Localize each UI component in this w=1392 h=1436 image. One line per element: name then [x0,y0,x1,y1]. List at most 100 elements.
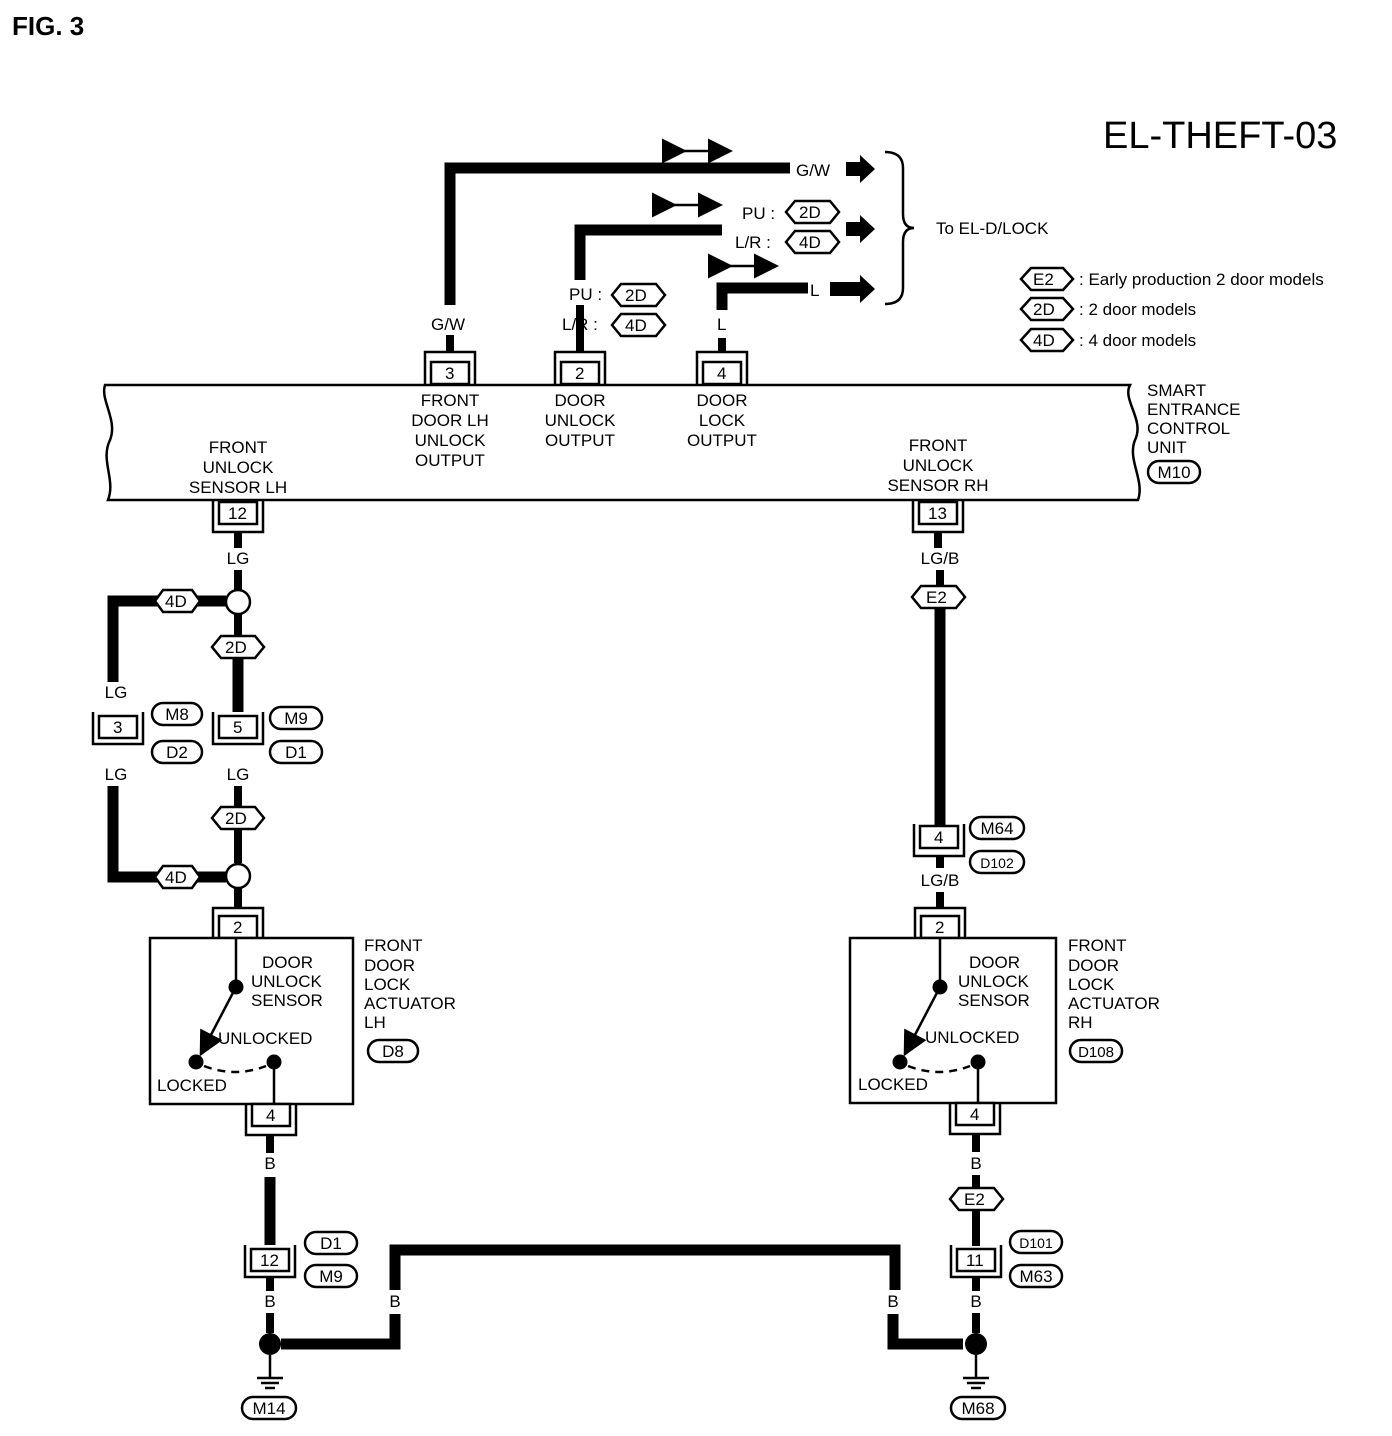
wire-gw [444,162,790,305]
ground-splice-lh [259,1333,281,1355]
splice-lower [224,862,252,890]
wire-label-lg: LG [227,549,250,568]
actuator-lh-body [148,936,355,1106]
svg-text:CONTROL: CONTROL [1147,419,1230,438]
wire-label-lgb: LG/B [921,871,960,890]
svg-text:M9: M9 [284,709,308,728]
svg-text:M63: M63 [1019,1267,1052,1286]
figure-label: FIG. 3 [12,11,84,41]
arrow-pu-lr-icon [846,215,875,243]
terminal-label-door-lock-output: DOOR LOCK OUTPUT [687,391,757,450]
ground-m68: M68 [949,1395,1007,1421]
terminal-connector-4: 4 [695,350,749,386]
terminal-label-front-unlock-sensor-lh: FRONT UNLOCK SENSOR LH [189,438,287,497]
wire-pu-lr [574,224,722,280]
svg-text:RH: RH [1068,1013,1093,1032]
terminal-label-front-door-lh-unlock-output: FRONT DOOR LH UNLOCK OUTPUT [411,391,488,470]
junction-connector-5: 5 [211,712,265,746]
connector-m10: M10 [1146,459,1202,485]
actuator-connector-top-rh: 2 [913,906,967,940]
svg-text:ACTUATOR: ACTUATOR [364,994,456,1013]
tag-2d-icon: 2D [210,805,266,831]
svg-text:4: 4 [717,364,726,383]
legend-text-e2: : Early production 2 door models [1079,270,1324,289]
svg-text:11: 11 [966,1251,984,1270]
tag-4d-icon: 4D [1019,327,1075,353]
svg-text:12: 12 [228,504,247,523]
svg-text:LOCKED: LOCKED [157,1076,227,1095]
svg-text:2D: 2D [1033,300,1055,319]
svg-text:SENSOR LH: SENSOR LH [189,478,287,497]
svg-text:LOCK: LOCK [699,411,746,430]
svg-text:D102: D102 [980,855,1014,871]
ground-m14: M14 [240,1395,298,1421]
svg-text:4: 4 [934,828,943,847]
connector-d108: D108 [1068,1038,1124,1064]
tag-4d-icon: 4D [784,229,841,255]
actuator-connector-top-lh: 2 [211,906,265,940]
svg-text:UNIT: UNIT [1147,438,1187,457]
svg-text:UNLOCK: UNLOCK [958,972,1030,991]
svg-text:OUTPUT: OUTPUT [687,431,757,450]
control-unit-body [102,383,1141,502]
svg-text:DOOR LH: DOOR LH [411,411,488,430]
legend-text-4d: : 4 door models [1079,331,1196,350]
connector-m64: M64 [968,815,1026,841]
connector-d1: D1 [303,1230,359,1256]
svg-text:4D: 4D [165,868,187,887]
svg-text:OUTPUT: OUTPUT [415,451,485,470]
terminal-connector-2: 2 [553,350,607,386]
svg-text:UNLOCKED: UNLOCKED [925,1028,1019,1047]
svg-text:DOOR: DOOR [555,391,606,410]
wire-b-cross-right [887,1314,963,1350]
actuator-rh-body [848,936,1058,1105]
tag-4d-icon: 4D [153,588,202,614]
svg-text:ACTUATOR: ACTUATOR [1068,994,1160,1013]
svg-text:DOOR: DOOR [1068,956,1119,975]
terminal-connector-13: 13 [911,500,965,534]
control-unit-title: SMART ENTRANCE CONTROL UNIT [1147,381,1241,457]
actuator-lh-title: FRONT DOOR LOCK ACTUATOR LH [364,936,456,1032]
ground-splice-rh [965,1333,987,1355]
terminal-connector-12: 12 [211,500,265,534]
svg-text:DOOR: DOOR [262,953,313,972]
tag-e2-icon: E2 [948,1186,1005,1212]
svg-text:UNLOCKED: UNLOCKED [218,1029,312,1048]
tag-2d-icon: 2D [784,199,841,225]
tag-2d-icon: 2D [1019,296,1075,322]
ground-symbol-icon [257,1355,283,1390]
svg-text:DOOR: DOOR [697,391,748,410]
svg-text:M64: M64 [980,819,1013,838]
wire-label-gw-top: G/W [796,161,830,180]
svg-text:M14: M14 [252,1399,285,1418]
svg-text:E2: E2 [1033,270,1054,289]
connector-d1: D1 [268,739,324,765]
ground-connector-12: 12 [243,1245,297,1279]
arrow-l-icon [830,275,875,303]
svg-text:2: 2 [233,918,242,937]
wire-label-b: B [389,1292,400,1311]
svg-text:E2: E2 [964,1190,985,1209]
svg-text:13: 13 [928,504,947,523]
svg-text:4D: 4D [165,592,187,611]
svg-text:M9: M9 [319,1267,343,1286]
svg-text:LOCK: LOCK [364,975,411,994]
wire-label-lg: LG [105,683,128,702]
svg-text:D2: D2 [166,743,188,762]
svg-text:LOCK: LOCK [1068,975,1115,994]
wire-label-b: B [970,1154,981,1173]
junction-connector-4: 4 [912,824,966,858]
svg-text:DOOR: DOOR [364,956,415,975]
terminal-label-door-unlock-output: DOOR UNLOCK OUTPUT [545,391,617,450]
wire-label-b: B [887,1292,898,1311]
junction-connector-3: 3 [91,712,145,746]
connector-d8: D8 [366,1038,420,1064]
ground-connector-11: 11 [949,1245,1003,1279]
svg-text:4D: 4D [799,233,821,252]
svg-text:D108: D108 [1078,1044,1114,1061]
wire-l [716,282,808,310]
svg-text:12: 12 [260,1251,279,1270]
svg-text:UNLOCK: UNLOCK [415,431,487,450]
wire-label-b: B [970,1292,981,1311]
